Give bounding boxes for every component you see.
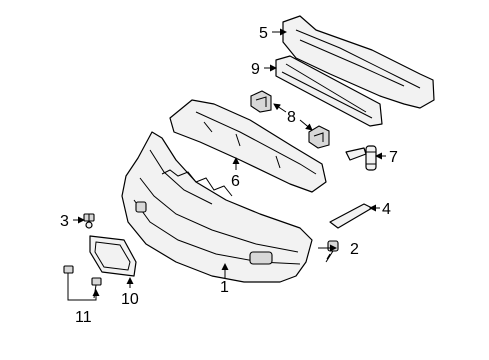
leader-8a [273, 103, 287, 113]
callout-1: 1 [220, 279, 229, 296]
fastener-left [63, 265, 74, 286]
leader-8b [299, 119, 313, 131]
trim-strip [329, 203, 373, 229]
reinforcement-beam [282, 15, 435, 109]
bolt [83, 213, 95, 229]
bracket-lower [308, 125, 330, 149]
callout-9: 9 [251, 61, 260, 78]
callout-2: 2 [350, 241, 359, 258]
leader-11 [67, 286, 100, 301]
upper-absorber [169, 99, 327, 193]
bumper-cover [121, 131, 313, 283]
callout-8: 8 [287, 109, 296, 126]
clip [345, 145, 377, 171]
license-bracket [89, 235, 137, 277]
bracket-upper [250, 90, 272, 113]
energy-absorber [275, 55, 383, 127]
callout-6: 6 [231, 173, 240, 190]
callout-4: 4 [382, 201, 391, 218]
callout-10: 10 [121, 291, 139, 308]
callout-7: 7 [389, 149, 398, 166]
screw [325, 240, 339, 263]
callout-5: 5 [259, 25, 268, 42]
callout-11: 11 [75, 309, 92, 326]
callout-3: 3 [60, 213, 69, 230]
